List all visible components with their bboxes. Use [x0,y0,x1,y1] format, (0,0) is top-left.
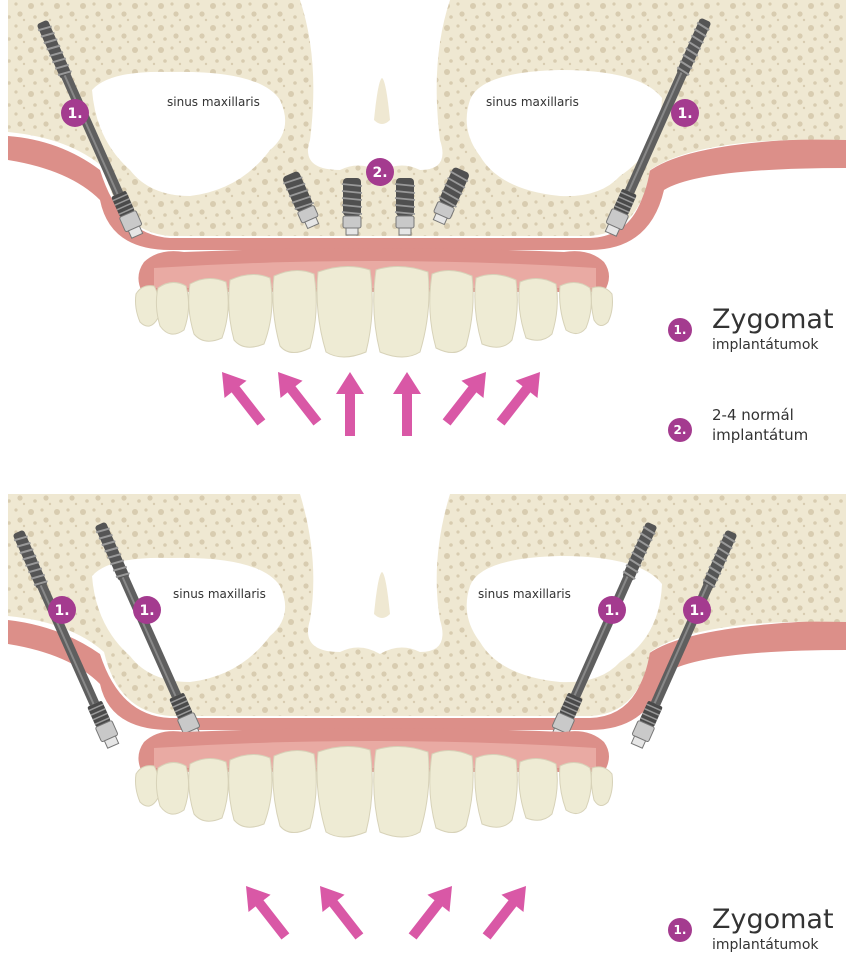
svg-text:1.: 1. [139,603,154,619]
legend-top: 1. Zygomat implantátumok 2. 2-4 normál i… [668,300,846,460]
svg-text:1.: 1. [604,603,619,619]
legend-title: Zygomat [712,906,834,933]
svg-text:1.: 1. [67,106,82,122]
sinus-label-right: sinus maxillaris [486,95,579,109]
badge-1: 1. [61,99,89,127]
sinus-label-left: sinus maxillaris [167,95,260,109]
sinus-label-left: sinus maxillaris [173,587,266,601]
legend-title: Zygomat [712,306,834,333]
svg-text:2.: 2. [372,165,387,181]
legend-badge-2: 2. [668,418,692,442]
sinus-label-right: sinus maxillaris [478,587,571,601]
badge-1: 1. [598,596,626,624]
legend-line2: implantátum [712,426,808,444]
svg-text:1.: 1. [689,603,704,619]
insertion-arrows [211,363,551,436]
svg-text:1.: 1. [677,106,692,122]
legend-badge-1: 1. [668,318,692,342]
denture [136,728,613,837]
legend-bottom: 1. Zygomat implantátumok [668,900,846,959]
legend-subtitle: implantátumok [712,938,819,953]
legend-badge-1: 1. [668,918,692,942]
svg-text:1.: 1. [54,603,69,619]
legend-line1: 2-4 normál [712,406,794,424]
nasal-cavity [300,0,450,172]
denture [136,248,613,357]
badge-1: 1. [48,596,76,624]
legend-subtitle: implantátumok [712,338,819,353]
badge-1: 1. [683,596,711,624]
insertion-arrows [235,877,537,945]
badge-2: 2. [366,158,394,186]
standard-implant [395,178,415,235]
badge-1: 1. [671,99,699,127]
standard-implant [342,178,362,235]
badge-1: 1. [133,596,161,624]
bottom-panel: sinus maxillaris sinus maxillaris 1. 1. … [8,494,846,945]
